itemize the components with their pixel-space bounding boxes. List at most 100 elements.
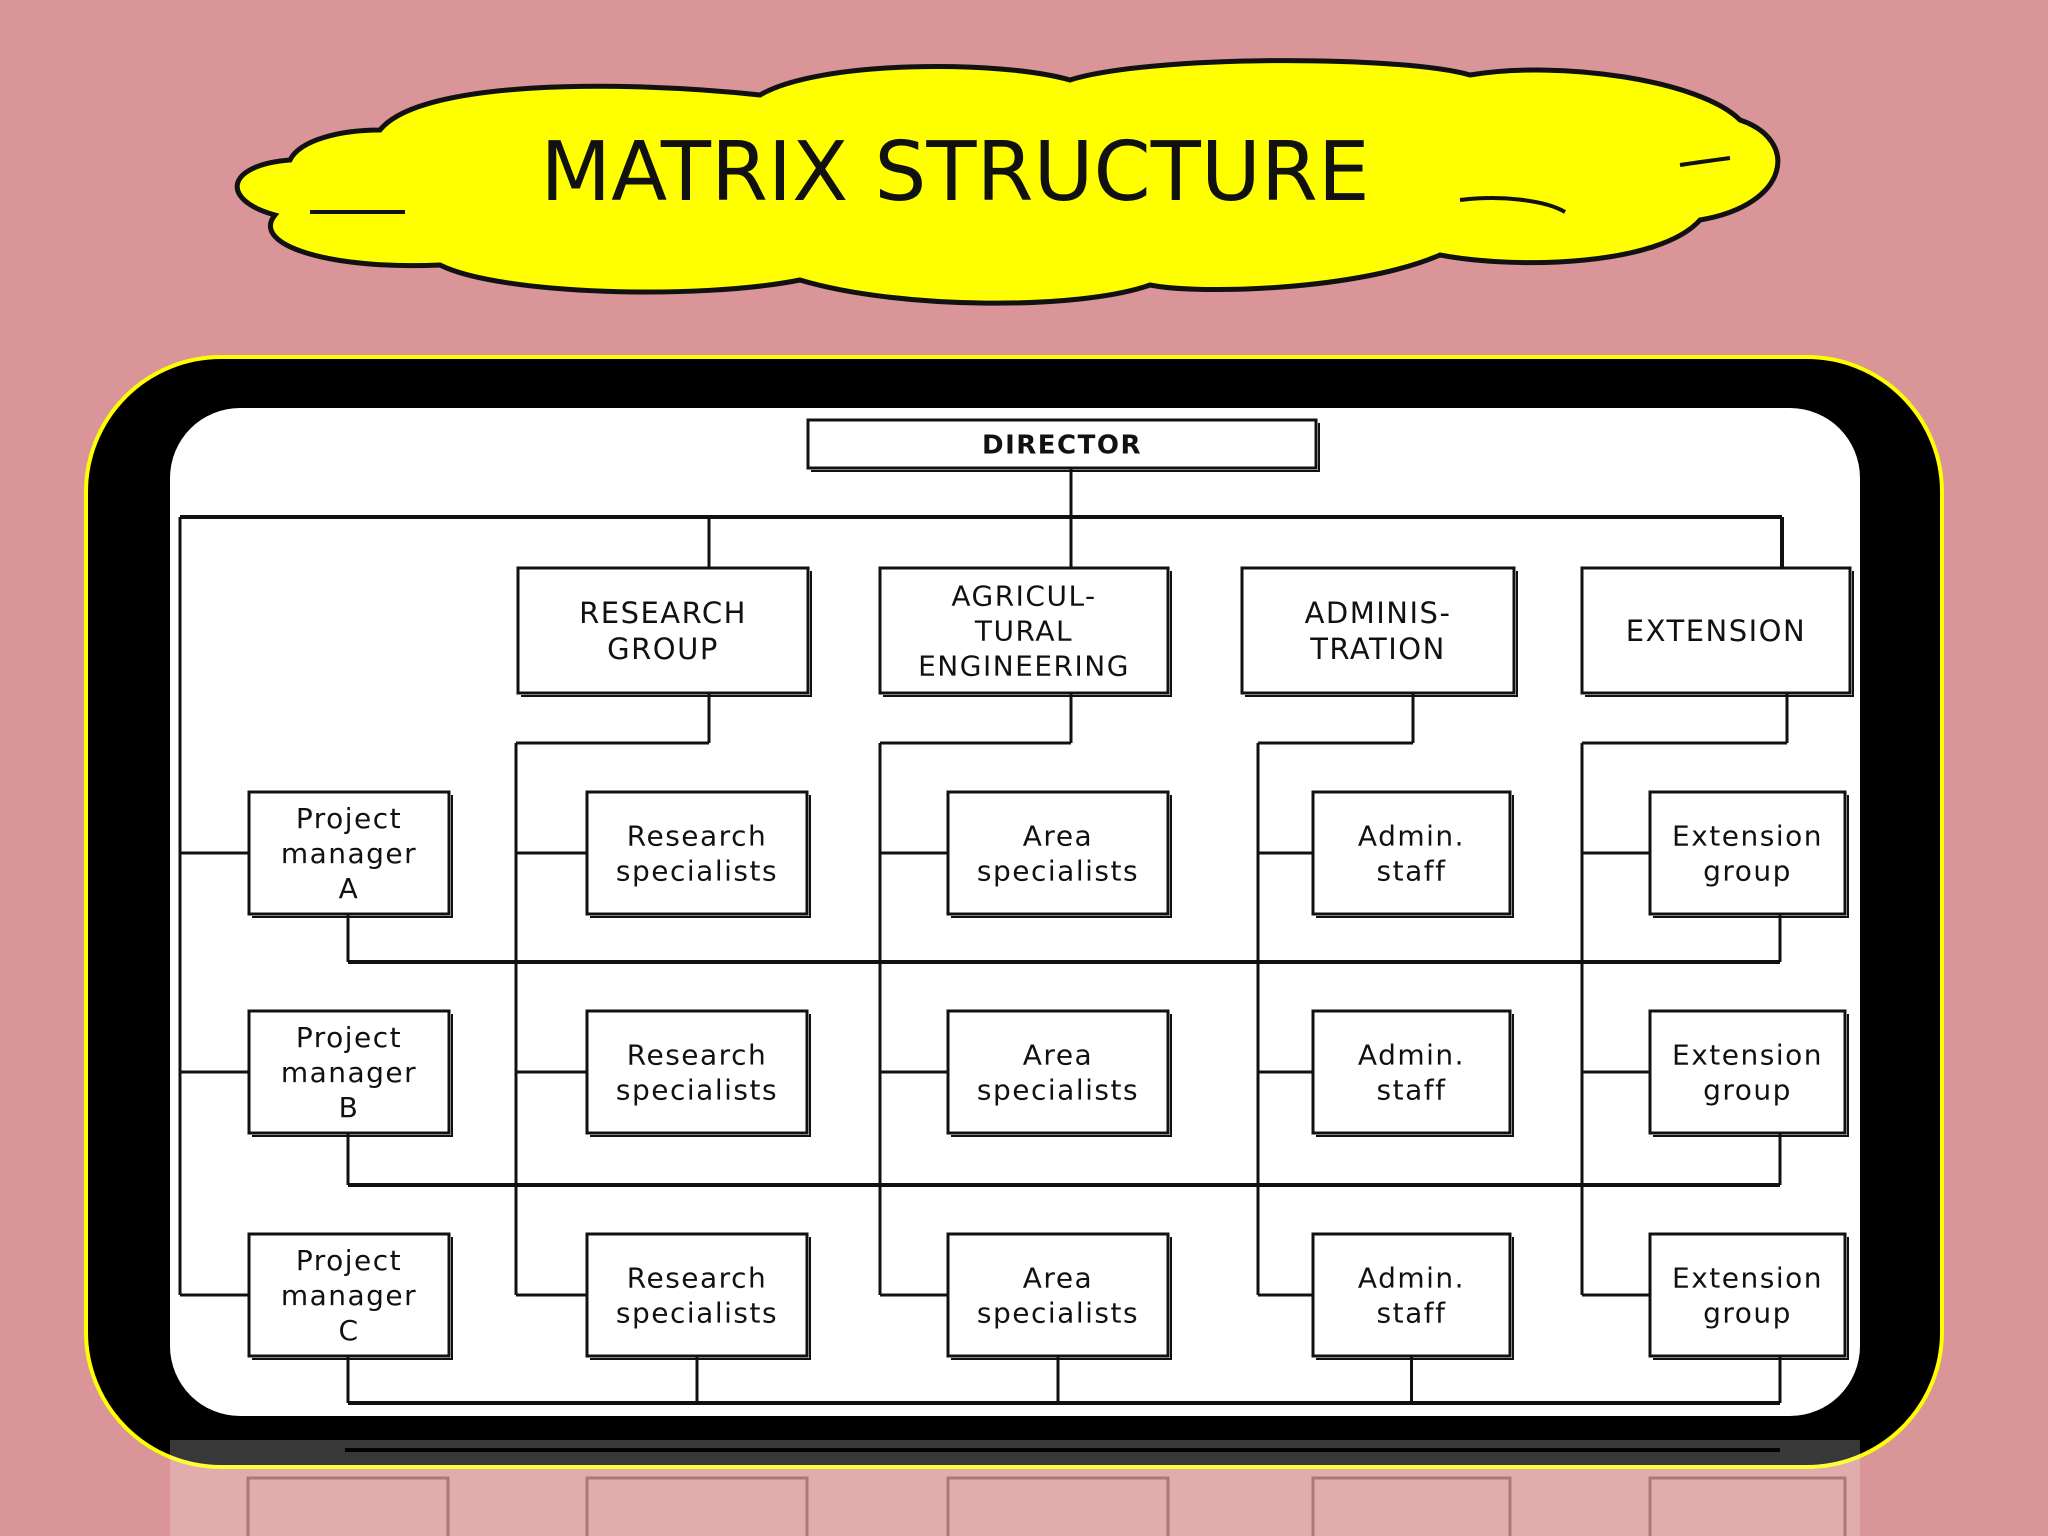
project-manager-a-border (247, 790, 451, 916)
unit-box-col3-row3-border (1311, 1232, 1512, 1358)
department-box-1-label: GROUP (607, 632, 719, 666)
unit-box-col3-row3: Admin.staff (1311, 1232, 1514, 1360)
box-shadow-edge (1316, 1014, 1514, 1137)
unit-box-col1-row1-border (585, 790, 809, 916)
project-manager-c-label: manager (281, 1279, 417, 1312)
box-shadow-edge (1653, 795, 1849, 918)
unit-box-col4-row2-border (1648, 1009, 1847, 1135)
director-box: DIRECTOR (806, 418, 1320, 472)
box-shadow-edge (521, 571, 812, 697)
department-box-1-border (516, 566, 810, 695)
unit-box-col3-row2-border (1311, 1009, 1512, 1135)
box-shadow-edge (1245, 571, 1518, 697)
unit-box-col2-row3-label: Area (1023, 1262, 1093, 1295)
department-box-3-label: TRATION (1309, 632, 1446, 666)
project-manager-c-border (247, 1232, 451, 1358)
department-box-2-label: ENGINEERING (918, 650, 1130, 683)
box-shadow-edge (951, 1237, 1172, 1360)
unit-box-col1-row3-label: Research (627, 1262, 767, 1295)
box-shadow-edge (1653, 1014, 1849, 1137)
box-shadow-edge (951, 1014, 1172, 1137)
department-box-3-label: ADMINIS- (1305, 596, 1452, 630)
box-shadow-edge (1316, 795, 1514, 918)
unit-box-col3-row1-label: Admin. (1358, 820, 1465, 853)
unit-box-col3-row1-label: staff (1377, 855, 1447, 888)
unit-box-col1-row2-label: specialists (616, 1074, 778, 1107)
unit-box-col2-row3-label: specialists (977, 1297, 1139, 1330)
unit-box-col4-row2-label: Extension (1672, 1039, 1823, 1072)
unit-box-col4-row2-label: group (1703, 1074, 1792, 1107)
unit-box-col3-row3-label: staff (1377, 1297, 1447, 1330)
project-manager-a-label: Project (296, 802, 402, 835)
department-box-3: ADMINIS-TRATION (1240, 566, 1518, 697)
director-box-label: DIRECTOR (982, 430, 1142, 460)
department-box-2-label: AGRICUL- (951, 580, 1096, 613)
unit-box-col2-row3-border (946, 1232, 1170, 1358)
unit-box-col4-row3-border (1648, 1232, 1847, 1358)
unit-box-col3-row2-label: Admin. (1358, 1039, 1465, 1072)
project-manager-b-label: Project (296, 1021, 402, 1054)
box-shadow-edge (590, 795, 811, 918)
unit-box-col3-row1-border (1311, 790, 1512, 916)
box-shadow-edge (252, 1237, 453, 1360)
unit-box-col1-row3-label: specialists (616, 1297, 778, 1330)
box-shadow-edge (590, 1014, 811, 1137)
reflection (170, 1440, 1860, 1536)
unit-box-col2-row2-label: Area (1023, 1039, 1093, 1072)
project-manager-a-label: A (339, 872, 360, 905)
unit-box-col4-row1-label: Extension (1672, 820, 1823, 853)
unit-box-col3-row2-label: staff (1377, 1074, 1447, 1107)
department-box-3-border (1240, 566, 1516, 695)
unit-box-col2-row1-label: specialists (977, 855, 1139, 888)
box-shadow-edge (590, 1237, 811, 1360)
unit-box-col1-row2-label: Research (627, 1039, 767, 1072)
box-shadow-edge (811, 423, 1320, 472)
unit-box-col4-row3-label: group (1703, 1297, 1792, 1330)
unit-box-col1-row3-border (585, 1232, 809, 1358)
project-manager-a-label: manager (281, 837, 417, 870)
department-box-4-border (1580, 566, 1852, 695)
unit-box-col2-row2-label: specialists (977, 1074, 1139, 1107)
unit-box-col1-row2-border (585, 1009, 809, 1135)
title-cloud: MATRIX STRUCTURE (234, 58, 1781, 306)
project-manager-b-label: manager (281, 1056, 417, 1089)
unit-box-col3-row1: Admin.staff (1311, 790, 1514, 918)
project-manager-c-label: C (338, 1314, 359, 1347)
unit-box-col3-row2: Admin.staff (1311, 1009, 1514, 1137)
box-shadow-edge (1653, 1237, 1849, 1360)
slide-title: MATRIX STRUCTURE (540, 125, 1369, 220)
unit-box-col1-row1-label: specialists (616, 855, 778, 888)
connector-lines (178, 468, 1789, 1405)
department-box-4-label: EXTENSION (1626, 614, 1806, 648)
box-shadow-edge (252, 1014, 453, 1137)
director-box-border (806, 418, 1318, 470)
project-manager-b-border (247, 1009, 451, 1135)
box-shadow-edge (252, 795, 453, 918)
box-shadow-edge (1316, 1237, 1514, 1360)
department-box-4: EXTENSION (1580, 566, 1854, 697)
unit-box-col4-row3-label: Extension (1672, 1262, 1823, 1295)
department-box-2-label: TURAL (974, 615, 1073, 648)
department-box-2-border (878, 566, 1170, 695)
box-shadow-edge (1585, 571, 1854, 697)
box-shadow-edge (951, 795, 1172, 918)
box-shadow-edge (883, 571, 1172, 697)
unit-box-col2-row2-border (946, 1009, 1170, 1135)
project-manager-c-label: Project (296, 1244, 402, 1277)
